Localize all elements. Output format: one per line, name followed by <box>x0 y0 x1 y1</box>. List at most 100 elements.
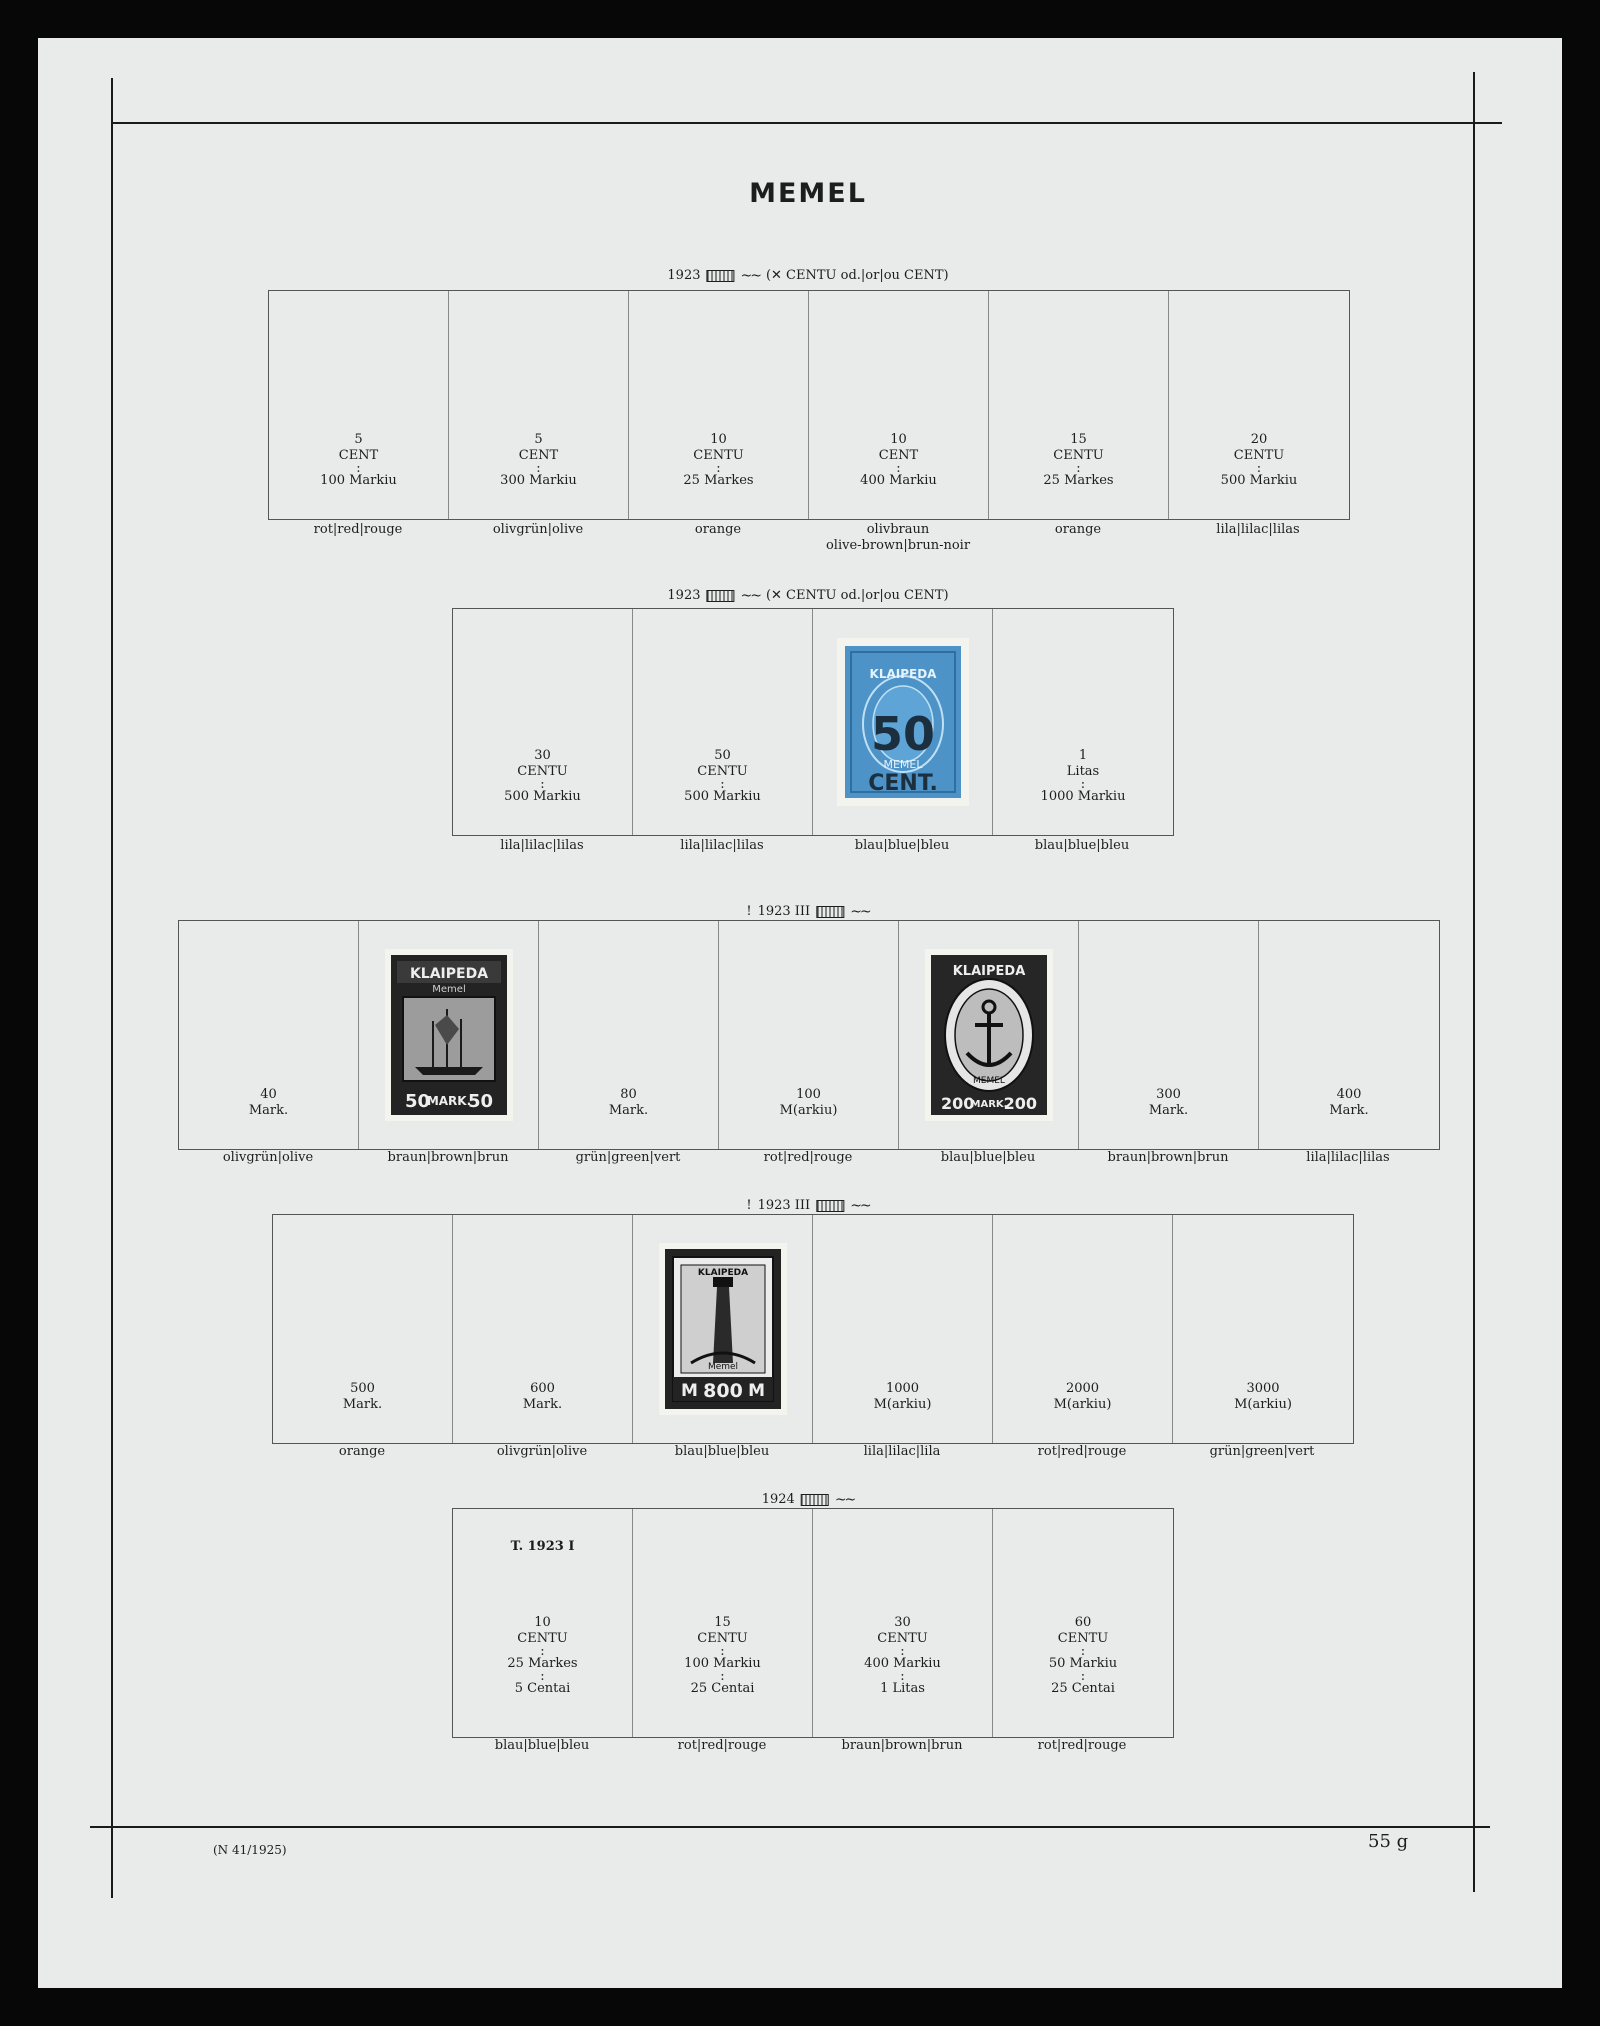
stamp-value-right: M <box>748 1381 765 1401</box>
section-1-header: 1923 ~~ (✕ CENTU od.|or|ou CENT) <box>667 266 948 286</box>
stamp-color: blau|blue|bleu <box>674 1444 770 1459</box>
stamp-color: rot|red|rouge <box>1037 1444 1127 1459</box>
footer-reference: (N 41/1925) <box>213 1843 287 1857</box>
stamp-image-lighthouse-800-m: KLAIPEDA Memel M 800 M <box>658 1243 787 1415</box>
stamp-color: braun|brown|brun <box>841 1738 963 1753</box>
watermark-wave-icon: ~~ <box>850 1198 872 1214</box>
section-year: 1923 III <box>757 1198 811 1213</box>
stamp-top-text: KLAIPEDA <box>409 966 487 982</box>
page-title: MEMEL <box>749 178 867 209</box>
stamp-cell[interactable]: KLAIPEDA 50 MEMEL CENT. <box>813 609 993 835</box>
stamp-type-ref: T. 1923 I <box>510 1539 575 1554</box>
stamp-color: olivgrün|olive <box>492 522 584 537</box>
stamp-value-right: 50 <box>467 1091 492 1112</box>
watermark-wave-icon: ~~ <box>834 1492 857 1508</box>
stamp-color: lila|lilac|lilas <box>680 838 764 853</box>
perforation-icon <box>816 1200 845 1212</box>
stamp-overprint-text: CENT. <box>868 771 938 796</box>
stamp-value-mid: MARK. <box>970 1099 1007 1110</box>
section-prefix: ! <box>746 1198 752 1213</box>
stamp-color: grün|green|vert <box>575 1150 681 1165</box>
section-note: (✕ CENTU od.|or|ou CENT) <box>765 268 949 283</box>
stamp-color: blau|blue|bleu <box>940 1150 1036 1165</box>
top-rule <box>112 122 1502 124</box>
stamp-color: lila|lilac|lila <box>863 1444 941 1459</box>
stamp-value-left: M <box>681 1381 698 1401</box>
right-rule <box>1473 72 1475 1892</box>
section-prefix: ! <box>746 904 752 919</box>
stamp-top-text: KLAIPEDA <box>697 1268 747 1278</box>
bottom-rule <box>90 1826 1490 1828</box>
stamp-sub-text: MEMEL <box>973 1076 1005 1086</box>
stamp-color: lila|lilac|lilas <box>500 838 584 853</box>
watermark-wave-icon: ~~ <box>740 588 762 604</box>
stamp-cell[interactable]: KLAIPEDA Memel 50 MARK. 50 <box>359 921 539 1149</box>
left-rule <box>111 78 113 1898</box>
stamp-image-ship-50-mark: KLAIPEDA Memel 50 MARK. 50 <box>384 949 513 1121</box>
stamp-color: rot|red|rouge <box>677 1738 767 1753</box>
stamp-top-text: KLAIPEDA <box>952 964 1025 979</box>
stamp-value-left: 50 <box>405 1091 430 1112</box>
stamp-cell[interactable]: KLAIPEDA MEMEL 200 MARK. 200 <box>899 921 1079 1149</box>
section-year: 1923 <box>667 268 701 283</box>
perforation-icon <box>706 590 735 602</box>
section-year: 1924 <box>761 1492 795 1507</box>
stamp-color: rot|red|rouge <box>1037 1738 1127 1753</box>
watermark-wave-icon: ~~ <box>850 904 872 920</box>
stamp-color: orange <box>694 522 742 537</box>
stamp-color: lila|lilac|lilas <box>1306 1150 1390 1165</box>
stamp-image-blue-50-cent: KLAIPEDA 50 MEMEL CENT. <box>836 638 969 806</box>
stamp-cell[interactable]: KLAIPEDA Memel M 800 M <box>633 1215 813 1443</box>
page-number: 55 g <box>1368 1831 1409 1852</box>
stamp-sub-text: Memel <box>432 984 465 995</box>
stamp-color: braun|brown|brun <box>1107 1150 1229 1165</box>
stamp-bottom-text: MEMEL <box>883 758 923 771</box>
stamp-value-mid: 800 <box>703 1380 743 1402</box>
stamp-color: olivgrün|olive <box>222 1150 314 1165</box>
stamp-image-anchor-200-mark: KLAIPEDA MEMEL 200 MARK. 200 <box>924 949 1053 1121</box>
stamp-color: olivgrün|olive <box>496 1444 588 1459</box>
perforation-icon <box>706 270 735 282</box>
stamp-top-text: KLAIPEDA <box>869 667 937 681</box>
stamp-value-text: 50 <box>870 707 934 761</box>
stamp-color: blau|blue|bleu <box>854 838 950 853</box>
stamp-color: rot|red|rouge <box>763 1150 853 1165</box>
stamp-sub-text: Memel <box>707 1362 737 1372</box>
watermark-wave-icon: ~~ <box>740 268 762 284</box>
section-note: (✕ CENTU od.|or|ou CENT) <box>765 588 949 603</box>
stamp-color: lila|lilac|lilas <box>1216 522 1300 537</box>
perforation-icon <box>800 1494 829 1506</box>
stamp-color: orange <box>338 1444 386 1459</box>
stamp-value-mid: MARK. <box>426 1094 470 1108</box>
album-page: MEMEL 1923 ~~ (✕ CENTU od.|or|ou CENT) 5… <box>38 38 1562 1988</box>
section-3-header: ! 1923 III ~~ <box>746 902 872 922</box>
